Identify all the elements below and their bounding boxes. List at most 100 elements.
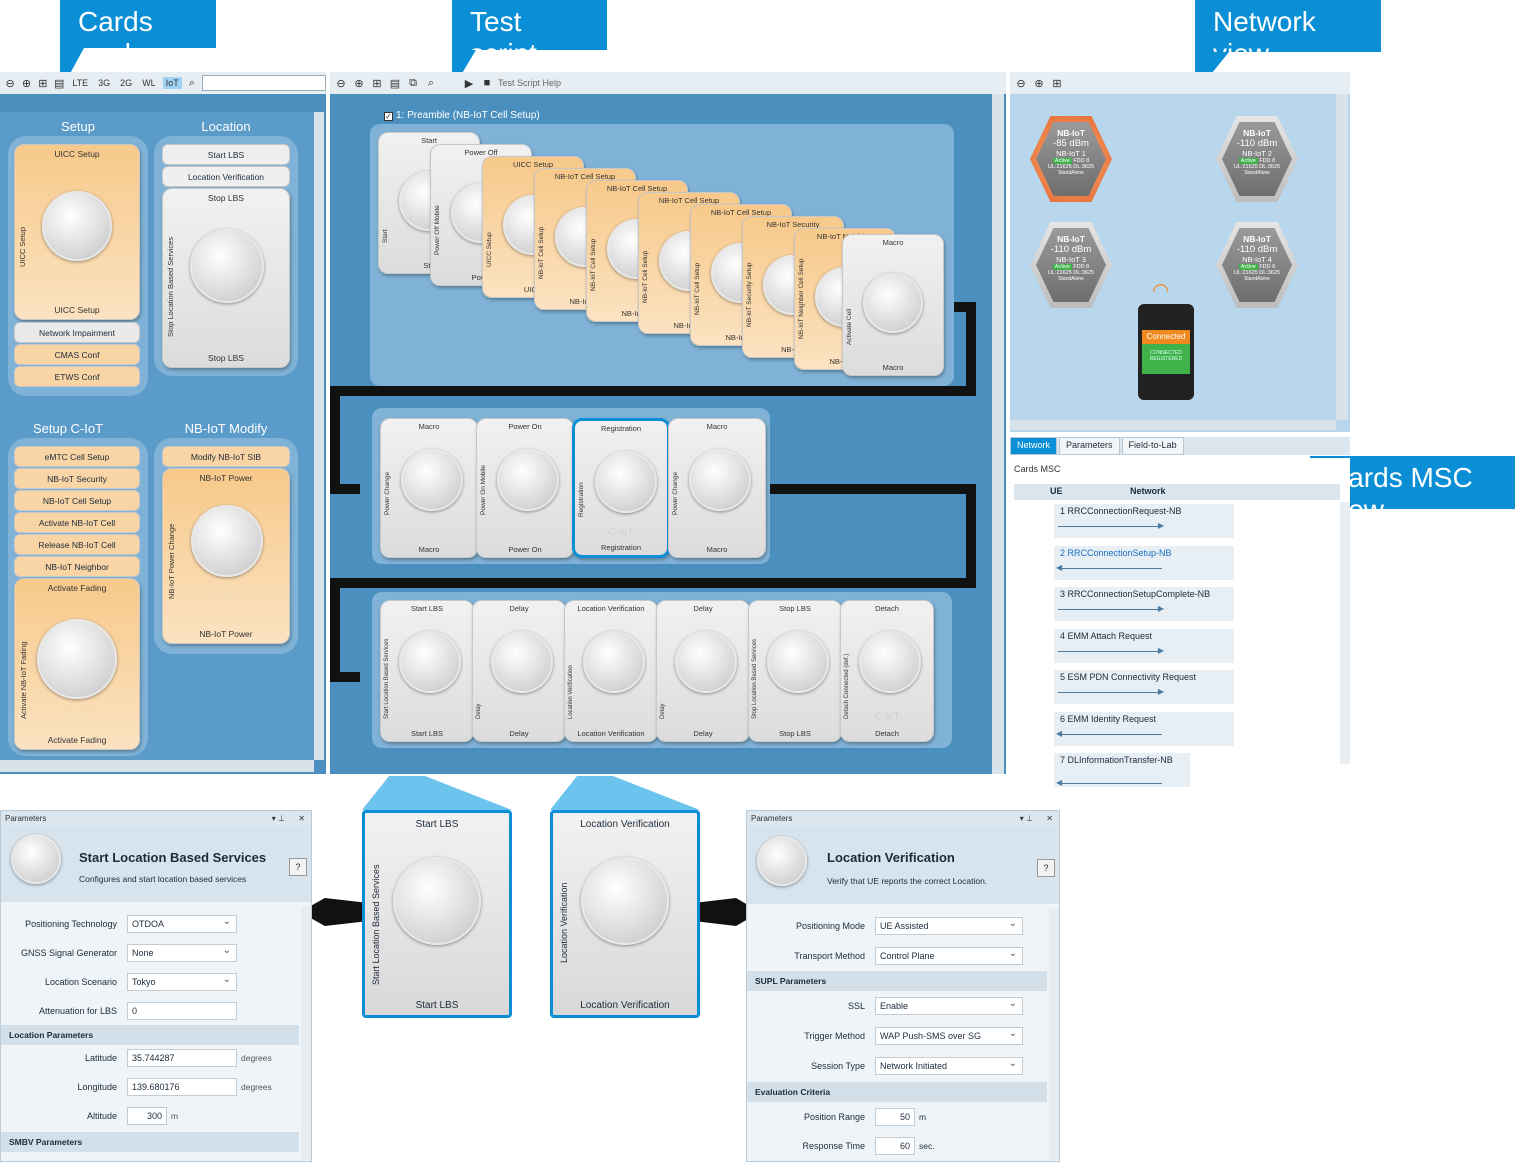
card-side-label: Start Location Based Services	[371, 864, 381, 985]
test-script-help[interactable]: Test Script Help	[498, 78, 562, 88]
tab-parameters[interactable]: Parameters	[1059, 437, 1120, 455]
filter-wl[interactable]: WL	[142, 78, 156, 88]
stop-icon[interactable]: ■	[483, 77, 491, 89]
params-scrollbar[interactable]	[1049, 908, 1059, 1160]
param-input[interactable]: None	[127, 943, 237, 962]
msc-message[interactable]: 2 RRCConnectionSetup-NB◀	[1054, 545, 1234, 580]
msc-message[interactable]: 1 RRCConnectionRequest-NB▶	[1054, 504, 1234, 538]
card-start-lbs[interactable]: Start LBS	[162, 144, 290, 165]
tab-network[interactable]: Network	[1010, 437, 1058, 455]
param-input[interactable]: 50	[875, 1108, 915, 1126]
search-icon[interactable]: ⌕	[427, 76, 435, 89]
callout-test-script: Test script	[452, 0, 607, 90]
zoom-out-icon[interactable]: ⊖	[1016, 77, 1026, 90]
cards-pool-hscrollbar[interactable]	[0, 760, 314, 772]
network-hscrollbar[interactable]	[1010, 420, 1336, 430]
param-input[interactable]: Tokyo	[127, 972, 237, 991]
card-etws-conf[interactable]: ETWS Conf	[14, 366, 140, 387]
tab-field-to-lab[interactable]: Field-to-Lab	[1121, 437, 1184, 455]
params-scrollbar[interactable]	[301, 906, 311, 1160]
param-input[interactable]: 35.744287	[127, 1049, 237, 1067]
help-button[interactable]: ?	[1037, 859, 1055, 877]
fit-icon[interactable]: ⊞	[372, 77, 382, 90]
param-input[interactable]: Network Initiated	[875, 1056, 1023, 1075]
param-input[interactable]: 300	[127, 1107, 167, 1125]
zoom-in-icon[interactable]: ⊕	[1034, 77, 1044, 90]
card-nbiot-cell-setup[interactable]: NB-IoT Cell Setup	[14, 490, 140, 511]
msc-message[interactable]: 5 ESM PDN Connectivity Request▶	[1054, 670, 1234, 704]
param-input[interactable]: OTDOA	[127, 914, 237, 933]
card-activate-fading[interactable]: Activate Fading C-IoT Activate Fading Ac…	[14, 578, 140, 750]
zoom-card-location-verification[interactable]: Location Verification Location Verificat…	[550, 810, 700, 1018]
param-input[interactable]: 60	[875, 1137, 915, 1155]
fit-icon[interactable]: ⊞	[1052, 77, 1062, 90]
help-button[interactable]: ?	[289, 858, 307, 876]
card-bottom-label: NB-IoT C	[725, 333, 757, 342]
card-emtc-cell-setup[interactable]: eMTC Cell Setup	[14, 446, 140, 467]
pin-icon[interactable]: ▾ ⊥	[1019, 814, 1033, 823]
test-script-scrollbar[interactable]	[992, 94, 1004, 774]
filter-2g[interactable]: 2G	[120, 78, 133, 88]
filter-lte[interactable]: LTE	[72, 78, 89, 88]
msc-message[interactable]: 3 RRCConnectionSetupComplete-NB▶	[1054, 587, 1234, 621]
card-modify-nbiot-sib[interactable]: Modify NB-IoT SIB	[162, 446, 290, 467]
msc-message[interactable]: 4 EMM Attach Request▶	[1054, 628, 1234, 663]
card-stop-lbs[interactable]: Stop LBS Stop LBS Stop Location Based Se…	[162, 188, 290, 368]
msc-message[interactable]: 6 EMM Identity Request◀	[1054, 711, 1234, 746]
param-input[interactable]: WAP Push-SMS over SG	[875, 1026, 1023, 1045]
card-network-impairment[interactable]: Network Impairment	[14, 322, 140, 343]
card-nbiot-neighbor[interactable]: NB-IoT Neighbor	[14, 556, 140, 577]
param-input[interactable]: 0	[127, 1002, 237, 1020]
param-input[interactable]: 139.680176	[127, 1078, 237, 1096]
search-input[interactable]	[202, 75, 327, 91]
card-activate-nbiot-cell[interactable]: Activate NB-IoT Cell	[14, 512, 140, 533]
close-icon[interactable]: ✕	[1046, 814, 1053, 823]
msc-message[interactable]: 7 DLInformationTransfer-NB◀	[1054, 753, 1190, 787]
zoom-in-icon[interactable]: ⊕	[354, 77, 364, 90]
card-uicc-setup[interactable]: UICC Setup UICC Setup UICC Setup	[14, 144, 140, 320]
zoom-card-start-lbs[interactable]: Start LBS Start LBS Start Location Based…	[362, 810, 512, 1018]
play-icon[interactable]: ▶	[464, 77, 474, 90]
param-input[interactable]: Control Plane	[875, 946, 1023, 965]
network-scrollbar[interactable]	[1336, 94, 1348, 420]
pin-icon[interactable]: ▾ ⊥	[271, 814, 285, 823]
card-nbiot-security[interactable]: NB-IoT Security	[14, 468, 140, 489]
preamble-checkbox[interactable]: ✓	[384, 112, 393, 121]
view-icon[interactable]: ▤	[53, 77, 65, 90]
filter-3g[interactable]: 3G	[98, 78, 111, 88]
filter-iot[interactable]: IoT	[162, 77, 182, 89]
zoom-in-icon[interactable]: ⊕	[21, 77, 32, 90]
card-location-verification[interactable]: Location Verification	[162, 166, 290, 187]
card-top-label: Location Verification	[577, 604, 645, 613]
param-input[interactable]: UE Assisted	[875, 916, 1023, 935]
copy-icon[interactable]: ⧉	[409, 76, 417, 89]
msc-scrollbar[interactable]	[1340, 502, 1350, 764]
card-release-nbiot-cell[interactable]: Release NB-IoT Cell	[14, 534, 140, 555]
list-icon[interactable]: ▤	[389, 77, 401, 90]
fit-icon[interactable]: ⊞	[38, 77, 48, 90]
card-cmas-conf[interactable]: CMAS Conf	[14, 344, 140, 365]
cards-pool-scrollbar[interactable]	[314, 112, 324, 760]
param-input[interactable]: Enable	[875, 996, 1023, 1015]
close-icon[interactable]: ✕	[298, 814, 305, 823]
ue-phone[interactable]: Connected CONNECTED REGISTERED	[1138, 304, 1194, 400]
zoom-out-icon[interactable]: ⊖	[5, 77, 15, 90]
card-nbiot-power[interactable]: NB-IoT Power C-IoT NB-IoT Power NB-IoT P…	[162, 468, 290, 644]
zoom-out-icon[interactable]: ⊖	[336, 77, 346, 90]
